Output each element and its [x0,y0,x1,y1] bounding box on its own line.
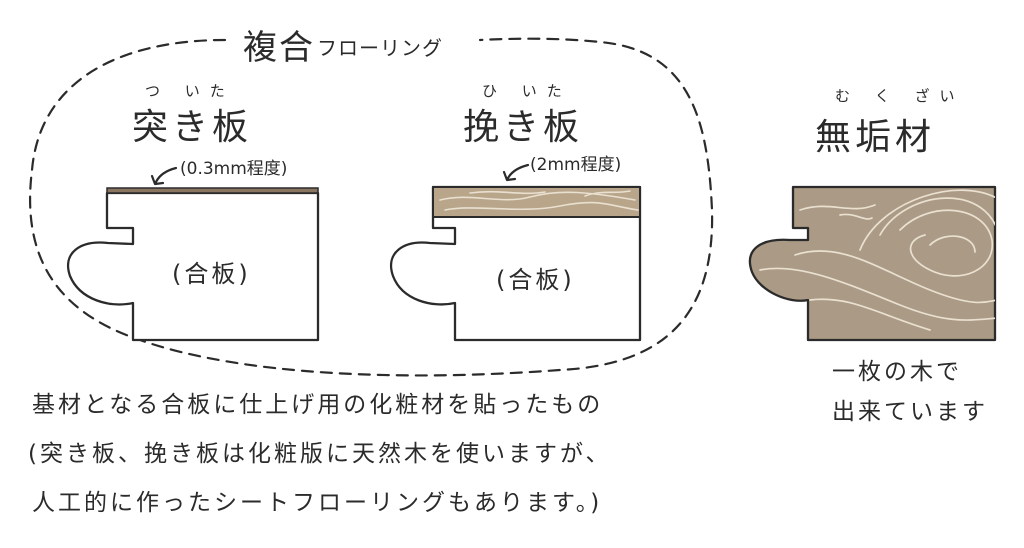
veneer-thickness-note: (0.3mm程度) [180,159,288,179]
sawn-plywood-label: (合板) [496,266,575,294]
composite-caption-line-2: (突き板、挽き板は化粧版に天然木を使いますが、 [28,441,612,467]
sawn-board [390,163,642,342]
composite-caption-line-3: 人工的に作ったシートフローリングもあります。) [32,490,603,516]
sawn-thickness-note: (2mm程度) [530,155,622,175]
veneer-ruby: つ いた [145,82,235,100]
composite-group-outline [28,37,714,377]
veneer-board [67,166,320,342]
composite-flooring-title-suffix: フローリング [317,36,443,60]
sawn-ruby: ひ いた [482,82,572,100]
veneer-thin-layer [106,187,319,194]
solid-label: 無垢材 [815,117,936,158]
solid-caption-line-1: 一枚の木で [832,359,962,385]
sawn-wood-layer [432,186,641,218]
sawn-plywood-core [390,185,642,342]
solid-caption-line-2: 出来ています [832,399,988,425]
sawn-label: 挽き板 [463,107,584,148]
sawn-pointer-arrow [502,163,530,182]
veneer-plywood-label: (合板) [172,260,251,288]
composite-caption-line-1: 基材となる合板に仕上げ用の化粧材を貼ったもの [32,392,604,418]
solid-board [748,185,997,342]
solid-ruby: む く ざい [835,87,965,105]
veneer-label: 突き板 [132,107,253,148]
veneer-plywood-core [67,191,320,342]
composite-flooring-title: 複合 [243,28,315,68]
veneer-pointer-arrow [150,166,178,186]
